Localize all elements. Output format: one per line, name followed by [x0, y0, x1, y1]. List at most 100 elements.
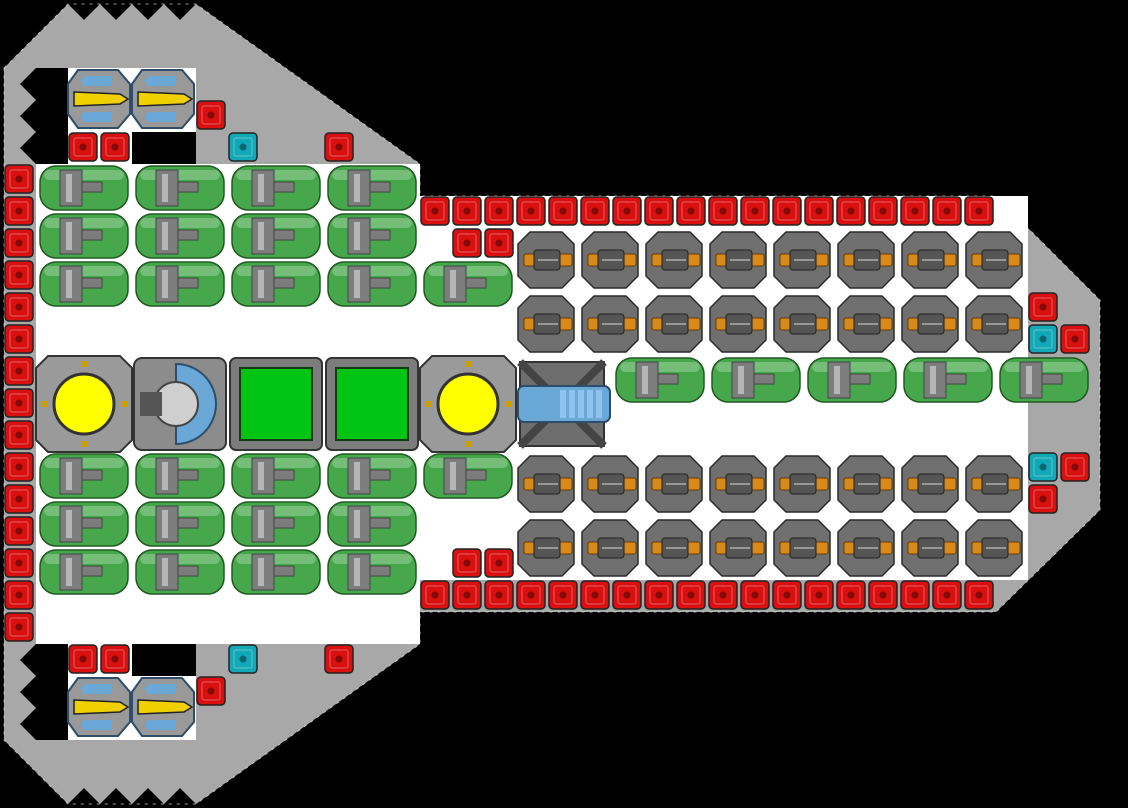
armor-block-icon: [1028, 292, 1058, 322]
turret-icon: [709, 519, 767, 577]
armor-block-icon: [68, 132, 98, 162]
turret-icon: [965, 455, 1023, 513]
shield-node-icon: [1028, 324, 1058, 354]
hull-notch: [164, 788, 196, 804]
armor-block-icon: [4, 420, 34, 450]
turret-icon: [581, 455, 639, 513]
armor-block-icon: [868, 580, 898, 610]
armor-block-icon: [4, 388, 34, 418]
turret-icon: [581, 231, 639, 289]
armor-block-icon: [4, 292, 34, 322]
armor-block-icon: [580, 580, 610, 610]
hull-cutout: [20, 644, 68, 740]
armor-block-icon: [4, 516, 34, 546]
armor-block-icon: [932, 580, 962, 610]
fuel-tank-icon: [231, 261, 321, 307]
armor-block-icon: [1028, 484, 1058, 514]
armor-block-icon: [708, 196, 738, 226]
turret-icon: [645, 455, 703, 513]
armor-block-icon: [740, 580, 770, 610]
armor-block-icon: [4, 228, 34, 258]
hull-notch: [1104, 356, 1128, 388]
armor-block-icon: [516, 580, 546, 610]
armor-block-icon: [420, 580, 450, 610]
turret-icon: [517, 455, 575, 513]
turret-icon: [773, 455, 831, 513]
turret-icon: [645, 295, 703, 353]
core-row: [35, 355, 611, 453]
armor-block-icon: [772, 580, 802, 610]
thruster-icon: [131, 677, 195, 737]
armor-block-icon: [100, 132, 130, 162]
shield-node-icon: [228, 644, 258, 674]
cargo-bay-icon: [229, 357, 323, 451]
turret-icon: [517, 295, 575, 353]
fuel-tank-icon: [231, 549, 321, 595]
hull-notch: [1104, 420, 1128, 452]
armor-block-icon: [644, 580, 674, 610]
armor-block-icon: [804, 580, 834, 610]
cargo-bay-icon: [325, 357, 419, 451]
fuel-tank-icon: [39, 501, 129, 547]
turret-icon: [581, 519, 639, 577]
fuel-tank-icon: [711, 357, 801, 403]
shield-node-icon: [228, 132, 258, 162]
armor-block-icon: [452, 228, 482, 258]
hull-notch: [132, 4, 164, 20]
armor-block-icon: [676, 580, 706, 610]
fuel-tank-icon: [39, 213, 129, 259]
armor-block-icon: [900, 196, 930, 226]
turret-icon: [837, 455, 895, 513]
armor-block-icon: [868, 196, 898, 226]
turret-icon: [773, 519, 831, 577]
armor-block-icon: [324, 132, 354, 162]
fuel-tank-icon: [135, 453, 225, 499]
turret-icon: [773, 231, 831, 289]
fuel-tank-icon: [327, 213, 417, 259]
armor-block-icon: [196, 100, 226, 130]
hull-notch: [68, 788, 100, 804]
armor-block-icon: [4, 324, 34, 354]
armor-block-icon: [4, 580, 34, 610]
cockpit-icon: [133, 357, 227, 451]
armor-block-icon: [964, 580, 994, 610]
fuel-tank-icon: [327, 261, 417, 307]
fuel-tank-icon: [39, 549, 129, 595]
fuel-tank-icon: [999, 357, 1089, 403]
turret-icon: [965, 519, 1023, 577]
fuel-tank-icon: [231, 213, 321, 259]
hull-seam: [3, 3, 1101, 805]
armor-block-icon: [740, 196, 770, 226]
armor-block-icon: [4, 196, 34, 226]
turret-icon: [645, 519, 703, 577]
armor-block-icon: [4, 484, 34, 514]
armor-block-icon: [484, 580, 514, 610]
thruster-icon: [67, 677, 131, 737]
reactor-icon: [419, 355, 517, 453]
armor-block-icon: [836, 196, 866, 226]
fuel-tank-icon: [135, 261, 225, 307]
armor-block-icon: [452, 548, 482, 578]
hull-notch: [68, 4, 100, 20]
armor-block-icon: [484, 548, 514, 578]
armor-block-icon: [932, 196, 962, 226]
turret-icon: [837, 295, 895, 353]
turret-icon: [965, 295, 1023, 353]
armor-block-icon: [324, 644, 354, 674]
lower-thruster-pod: [67, 677, 195, 737]
hull-cutout: [132, 132, 196, 164]
fuel-tank-icon: [135, 165, 225, 211]
turret-icon: [645, 231, 703, 289]
turret-bank: [517, 231, 1023, 577]
fuel-tank-array: [39, 165, 1089, 595]
turret-icon: [901, 231, 959, 289]
armor-block-icon: [420, 196, 450, 226]
hull-notch: [1104, 324, 1128, 356]
fuel-tank-icon: [423, 261, 513, 307]
reactor-icon: [35, 355, 133, 453]
armor-block-icon: [1060, 324, 1090, 354]
fuel-tank-icon: [615, 357, 705, 403]
armor-block-icon: [484, 196, 514, 226]
armor-block-icon: [836, 580, 866, 610]
